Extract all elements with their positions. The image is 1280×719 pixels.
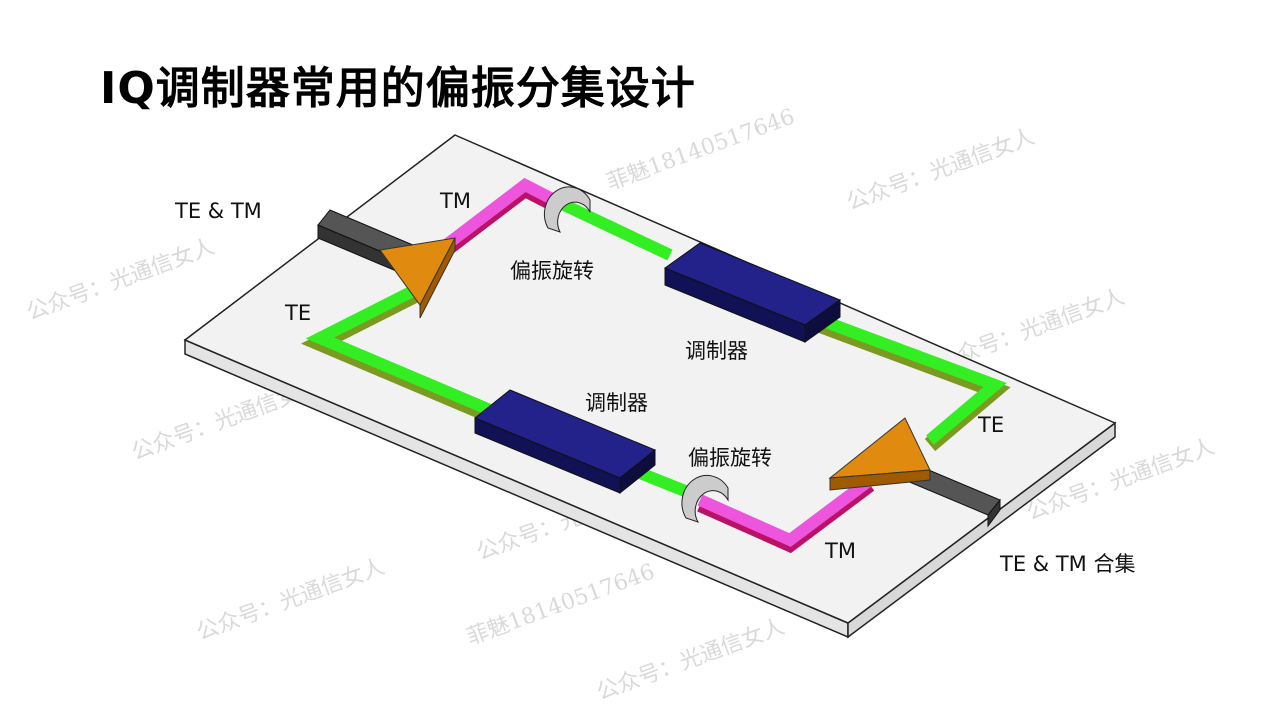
output-label: TE & TM 合集: [999, 552, 1135, 576]
tm-waveguide-bottom: [697, 475, 874, 547]
polarization-splitter-input: [379, 237, 456, 319]
polarization-rotator-top: [544, 186, 591, 233]
modulator-bottom: [474, 389, 656, 495]
watermark: 公众号：光通信女人: [24, 234, 219, 325]
te-waveguide-right: [812, 312, 1007, 445]
input-label: TE & TM: [174, 199, 262, 223]
tm-top-label: TM: [439, 189, 471, 213]
polarization-splitter-output: [828, 417, 931, 491]
page-title: IQ调制器常用的偏振分集设计: [100, 63, 696, 114]
rotator-bottom-label: 偏振旋转: [688, 446, 772, 470]
watermark: 菲魅18140517646: [604, 104, 799, 195]
watermark: 菲魅18140517646: [464, 559, 659, 650]
modulator-top: [663, 242, 842, 343]
modulator-bottom-label: 调制器: [585, 391, 648, 415]
watermark: 公众号：光通信女人: [194, 554, 389, 645]
te-right-label: TE: [977, 413, 1004, 437]
modulator-top-label: 调制器: [685, 339, 748, 363]
te-waveguide-left: [305, 284, 493, 416]
polarization-rotator-bottom: [681, 474, 729, 523]
rotator-top-label: 偏振旋转: [510, 259, 594, 283]
watermark: 公众号：光通信女人: [594, 614, 789, 705]
tm-bottom-label: TM: [824, 539, 856, 563]
te-left-label: TE: [284, 301, 311, 325]
watermark: 公众号：光通信女人: [844, 124, 1039, 215]
